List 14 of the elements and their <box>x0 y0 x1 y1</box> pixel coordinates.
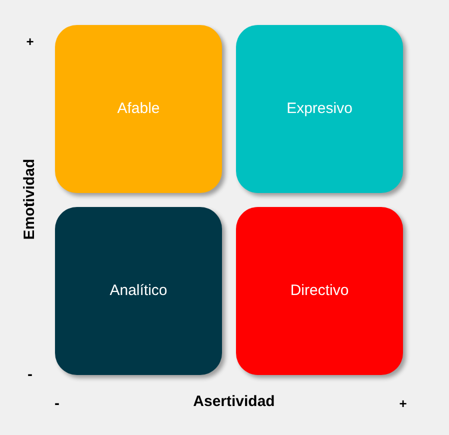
y-axis-title: Emotividad <box>20 158 39 242</box>
quadrant-label: Expresivo <box>286 98 352 119</box>
axis-min-sign: - <box>54 394 60 414</box>
quadrant-box <box>236 207 403 375</box>
quadrant-label: Analítico <box>110 280 168 301</box>
axis-max-sign: + <box>398 395 408 413</box>
axis-min-sign: - <box>26 365 34 385</box>
quadrant-box <box>55 25 222 193</box>
x-axis-title: Asertividad <box>192 392 276 412</box>
quadrant-label: Afable <box>117 98 160 119</box>
quadrant-box <box>236 25 403 193</box>
quadrant-box <box>55 207 222 375</box>
axis-max-sign: + <box>25 33 35 51</box>
quadrant-label: Directivo <box>290 280 349 301</box>
